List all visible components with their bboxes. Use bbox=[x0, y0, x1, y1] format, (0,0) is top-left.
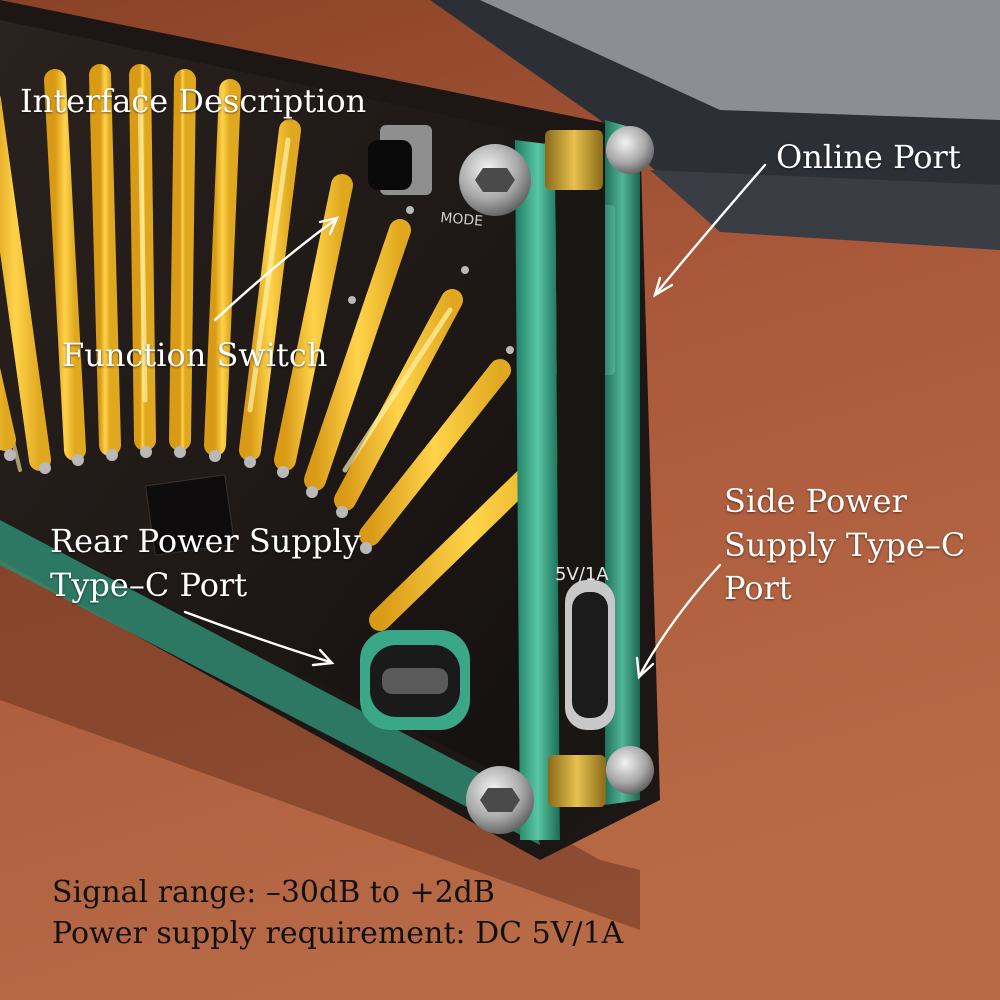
side-type-c-port bbox=[565, 580, 615, 730]
online-port-text: Online Port bbox=[776, 138, 961, 176]
solder-points bbox=[4, 206, 582, 554]
side-power-line3: Port bbox=[724, 569, 792, 608]
screw-bottom bbox=[466, 766, 534, 834]
online-port-label: Online Port bbox=[776, 136, 961, 180]
ic-chip bbox=[144, 474, 236, 556]
side-screw-bottom bbox=[606, 746, 654, 794]
online-port-arrow bbox=[653, 163, 767, 297]
signal-range-text: Signal range: –30dB to +2dB bbox=[52, 875, 495, 910]
rear-power-line2: Type–C Port bbox=[50, 565, 248, 604]
mode-silkscreen: MODE bbox=[440, 210, 484, 230]
rear-type-c-port bbox=[360, 630, 470, 730]
brass-standoff-top bbox=[545, 130, 603, 190]
side-power-line2: Supply Type–C bbox=[724, 525, 966, 564]
screw-top bbox=[459, 144, 531, 216]
side-screw-top bbox=[606, 126, 654, 174]
function-switch-arrow bbox=[213, 218, 337, 322]
annotation-arrows bbox=[183, 163, 767, 680]
interface-description-text: Interface Description bbox=[20, 82, 367, 120]
rear-port-arrow bbox=[183, 610, 332, 664]
specs-block: Signal range: –30dB to +2dB Power supply… bbox=[52, 872, 623, 955]
led-bar-array bbox=[0, 64, 576, 631]
function-switch-label: Function Switch bbox=[62, 334, 327, 378]
rear-power-line1: Rear Power Supply bbox=[50, 522, 361, 560]
mode-button bbox=[368, 125, 432, 195]
power-silkscreen: 5V/1A bbox=[555, 564, 609, 585]
front-acrylic-edge bbox=[515, 140, 560, 840]
function-switch-text: Function Switch bbox=[62, 336, 328, 374]
power-requirement-text: Power supply requirement: DC 5V/1A bbox=[52, 916, 624, 952]
brass-standoff-bottom bbox=[548, 755, 606, 807]
rear-power-label: Rear Power Supply Type–C Port bbox=[50, 520, 361, 607]
side-power-line1: Side Power bbox=[724, 482, 907, 520]
side-port-arrow bbox=[638, 563, 722, 677]
interface-description-label: Interface Description bbox=[20, 80, 366, 124]
side-power-label: Side Power Supply Type–C Port bbox=[724, 480, 965, 611]
